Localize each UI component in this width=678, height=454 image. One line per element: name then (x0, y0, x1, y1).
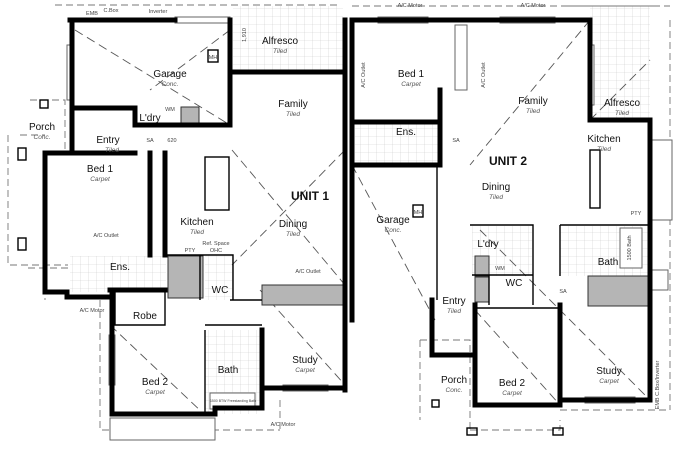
svg-text:Conc.: Conc. (34, 134, 51, 141)
svg-text:Tiled: Tiled (615, 110, 629, 117)
svg-text:Tiled: Tiled (489, 194, 503, 201)
room-dining: Dining (482, 182, 510, 193)
svg-text:A/C Motor: A/C Motor (271, 422, 296, 428)
svg-text:Tiled: Tiled (526, 108, 540, 115)
room-alfresco: Alfresco (604, 98, 641, 109)
svg-text:Carpet: Carpet (90, 176, 111, 183)
svg-text:A/C Motor: A/C Motor (521, 3, 546, 9)
unit-2: UNIT 2 Bed 1 Carpet Family Tiled Alfresc… (361, 3, 661, 409)
svg-text:SA: SA (559, 289, 567, 295)
room-bed-2: Bed 2 (142, 377, 169, 388)
room-kitchen: Kitchen (587, 134, 620, 145)
svg-text:MH: MH (414, 210, 423, 216)
room-bath: Bath (218, 365, 239, 376)
svg-text:1500 Bath: 1500 Bath (627, 235, 633, 260)
room-bath: Bath (598, 257, 619, 268)
room-porch: Porch (441, 375, 467, 386)
svg-text:Conc.: Conc. (162, 81, 179, 88)
svg-text:Carpet: Carpet (502, 390, 523, 397)
posts (17, 99, 564, 436)
svg-text:EMB C.Box/Inverter: EMB C.Box/Inverter (655, 361, 661, 410)
svg-text:SA: SA (452, 138, 460, 144)
svg-text:EMB: EMB (86, 11, 98, 17)
svg-text:Tiled: Tiled (273, 48, 287, 55)
svg-text:PTY: PTY (631, 211, 642, 217)
room-garage: Garage (376, 215, 410, 226)
svg-text:Tiled: Tiled (447, 308, 461, 315)
svg-text:A/C Motor: A/C Motor (398, 3, 423, 9)
svg-text:WM: WM (165, 107, 175, 113)
svg-text:WM: WM (495, 266, 505, 272)
room-bed-2: Bed 2 (499, 378, 526, 389)
svg-text:Conc.: Conc. (446, 387, 463, 394)
room-laundry: L'dry (477, 239, 498, 250)
svg-text:620: 620 (167, 138, 176, 144)
svg-text:1500 BTW Freestanding Bath: 1500 BTW Freestanding Bath (210, 399, 256, 403)
fixtures (109, 49, 673, 441)
svg-text:Tiled: Tiled (286, 231, 300, 238)
room-bed-1: Bed 1 (87, 164, 114, 175)
room-entry: Entry (96, 135, 119, 146)
room-dining: Dining (279, 219, 307, 230)
room-kitchen: Kitchen (180, 217, 213, 228)
svg-text:Tiled: Tiled (286, 111, 300, 118)
unit-label: UNIT 2 (489, 154, 527, 168)
room-family: Family (518, 96, 547, 107)
svg-text:Carpet: Carpet (599, 378, 620, 385)
svg-text:Tiled: Tiled (597, 146, 611, 153)
svg-text:A/C Outlet: A/C Outlet (295, 269, 321, 275)
room-ensuite: Ens. (110, 262, 130, 273)
tiled-areas (70, 6, 650, 414)
unit-1: UNIT 1 Garage Conc. Alfresco Tiled Famil… (29, 8, 329, 428)
svg-text:Carpet: Carpet (295, 367, 316, 374)
svg-text:PTY: PTY (185, 248, 196, 254)
svg-text:A/C Outlet: A/C Outlet (361, 62, 367, 88)
unit-label: UNIT 1 (291, 189, 329, 203)
svg-text:OHC: OHC (210, 248, 222, 254)
svg-text:Tiled: Tiled (105, 147, 119, 154)
room-robe: Robe (133, 311, 157, 322)
svg-text:MH: MH (209, 55, 218, 61)
svg-text:Ref. Space: Ref. Space (202, 241, 229, 247)
room-wc: WC (506, 278, 523, 289)
svg-text:Inverter: Inverter (149, 9, 168, 15)
svg-text:Carpet: Carpet (401, 81, 422, 88)
room-bed-1: Bed 1 (398, 69, 425, 80)
svg-text:A/C Motor: A/C Motor (80, 308, 105, 314)
svg-text:A/C Outlet: A/C Outlet (481, 62, 487, 88)
room-garage: Garage (153, 69, 187, 80)
svg-text:SA: SA (146, 138, 154, 144)
svg-text:A/C Outlet: A/C Outlet (93, 233, 119, 239)
room-entry: Entry (442, 296, 465, 307)
room-laundry: L'dry (139, 113, 160, 124)
room-alfresco: Alfresco (262, 36, 299, 47)
room-porch: Porch (29, 122, 55, 133)
svg-text:Tiled: Tiled (190, 229, 204, 236)
room-study: Study (596, 366, 622, 377)
walls (42, 17, 653, 417)
svg-text:1,910: 1,910 (242, 28, 248, 42)
svg-text:Carpet: Carpet (145, 389, 166, 396)
svg-text:C.Box: C.Box (104, 8, 119, 14)
room-wc: WC (212, 285, 229, 296)
room-ensuite: Ens. (396, 127, 416, 138)
room-study: Study (292, 355, 318, 366)
room-family: Family (278, 99, 307, 110)
svg-text:Conc.: Conc. (385, 227, 402, 234)
